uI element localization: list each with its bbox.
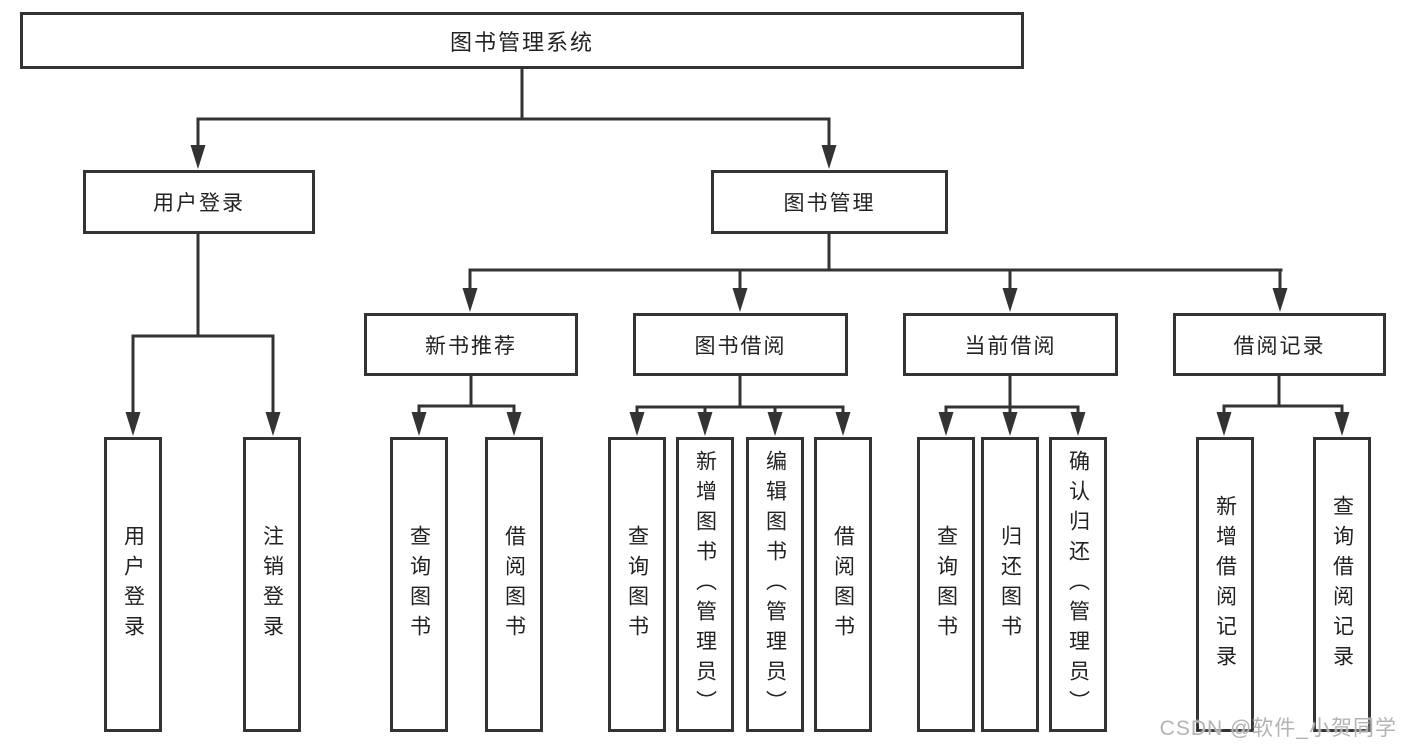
leaf-label: 借阅图书: [502, 524, 526, 645]
node-book-borrow: 图书借阅: [633, 313, 848, 376]
csdn-watermark: CSDN @软件_小贺同学: [1159, 717, 1397, 740]
node-current-borrow: 当前借阅: [903, 313, 1118, 376]
leaf-label: 新增借阅记录: [1213, 494, 1237, 675]
leaf-return-books: 归还图书: [981, 437, 1039, 732]
node-label: 新书推荐: [425, 334, 517, 358]
leaf-label: 查询图书: [934, 524, 958, 645]
leaf-query-books-current: 查询图书: [917, 437, 975, 732]
leaf-edit-books-admin: 编辑图书（管理员）: [746, 437, 804, 732]
leaf-label: 归还图书: [998, 524, 1022, 645]
node-book-management: 图书管理: [711, 170, 948, 234]
leaf-confirm-return-admin: 确认归还（管理员）: [1049, 437, 1107, 732]
leaf-add-books-admin: 新增图书（管理员）: [676, 437, 734, 732]
leaf-query-borrow-record: 查询借阅记录: [1313, 437, 1371, 732]
leaf-label: 查询借阅记录: [1330, 494, 1354, 675]
leaf-label: 新增图书（管理员）: [693, 449, 717, 720]
leaf-label: 确认归还（管理员）: [1066, 449, 1090, 720]
leaf-label: 借阅图书: [831, 524, 855, 645]
node-new-book-recommend: 新书推荐: [364, 313, 578, 376]
node-label: 图书借阅: [694, 334, 787, 358]
leaf-borrow-books-recommend: 借阅图书: [485, 437, 543, 732]
node-label: 当前借阅: [964, 334, 1057, 358]
leaf-user-login: 用户登录: [104, 437, 162, 732]
node-label: 用户登录: [153, 192, 245, 215]
leaf-label: 编辑图书（管理员）: [763, 449, 787, 720]
leaf-label: 查询图书: [407, 524, 431, 645]
node-label: 图书管理系统: [449, 29, 594, 55]
leaf-label: 用户登录: [121, 524, 145, 645]
arrowheads: [125, 145, 1350, 436]
node-user-login: 用户登录: [83, 170, 315, 234]
leaf-label: 注销登录: [260, 524, 284, 645]
node-label: 借阅记录: [1233, 334, 1326, 358]
leaf-add-borrow-record: 新增借阅记录: [1196, 437, 1254, 732]
leaf-query-books-recommend: 查询图书: [390, 437, 448, 732]
leaf-query-books-borrow: 查询图书: [608, 437, 666, 732]
node-borrow-records: 借阅记录: [1173, 313, 1386, 376]
leaf-label: 查询图书: [625, 524, 649, 645]
leaf-logout: 注销登录: [243, 437, 301, 732]
node-label: 图书管理: [783, 192, 876, 215]
leaf-borrow-books: 借阅图书: [814, 437, 872, 732]
node-library-management-system: 图书管理系统: [20, 12, 1024, 69]
